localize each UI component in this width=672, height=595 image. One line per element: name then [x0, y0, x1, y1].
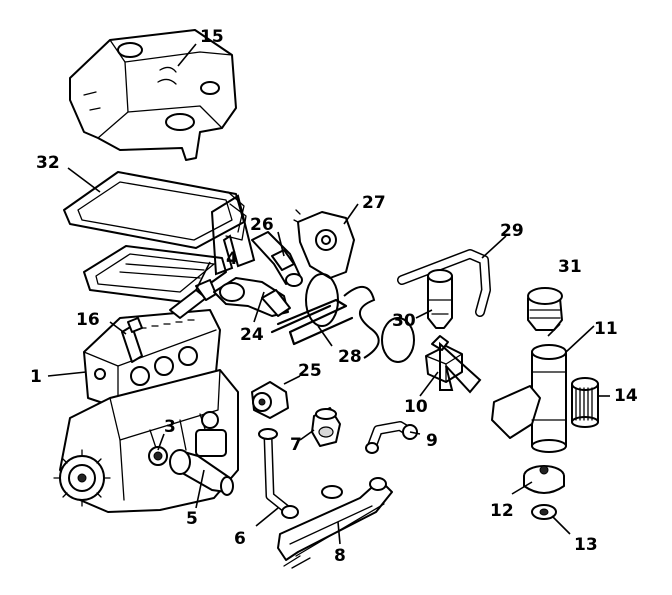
part-26-coolant-elbow: [251, 231, 303, 287]
callout-labels: 15 32 1 16 3 4 5 6 7 8 9 10 31 11 14 12 …: [30, 27, 638, 566]
callout-8: 8: [334, 546, 346, 566]
rocker-cover: [83, 245, 227, 303]
callout-16: 16: [76, 310, 100, 330]
callout-9: 9: [426, 431, 438, 451]
part-27-housing: [293, 209, 355, 279]
part-11-filter-housing: [491, 344, 567, 453]
part-15-engine-cover: [69, 29, 237, 161]
part-16-injector: [121, 317, 143, 363]
callout-24: 24: [240, 325, 264, 345]
part-25-thermostat: [251, 381, 289, 419]
engine-block: [53, 369, 239, 513]
watermark-letters-icon: [210, 194, 482, 394]
callout-28: 28: [338, 347, 362, 367]
callout-13: 13: [574, 535, 598, 555]
part-9-hose: [365, 421, 418, 454]
callout-14: 14: [614, 386, 638, 406]
part-28-pipe: [270, 298, 354, 346]
callout-6: 6: [234, 529, 246, 549]
part-8-manifold: [277, 477, 393, 569]
callout-26: 26: [250, 215, 274, 235]
callout-32: 32: [36, 153, 60, 173]
part-1-cylinder-head: [83, 309, 221, 409]
callout-1: 1: [30, 367, 42, 387]
part-30-filter: [427, 269, 453, 329]
callout-10: 10: [404, 397, 428, 417]
leader-lines: [47, 43, 610, 545]
part-31-cap: [527, 287, 563, 331]
callout-11: 11: [594, 319, 618, 339]
part-24-coolant-flange: [213, 277, 291, 317]
part-29-hose: [397, 249, 491, 317]
part-6-pipe: [258, 428, 299, 519]
callout-27: 27: [362, 193, 386, 213]
callout-15: 15: [200, 27, 224, 47]
callout-31: 31: [558, 257, 582, 277]
part-7-coupling: [311, 407, 341, 447]
part-13-seal: [531, 504, 557, 520]
callout-25: 25: [298, 361, 322, 381]
part-5-coolant-flange: [169, 449, 234, 496]
part-14-filter-element: [571, 377, 599, 428]
callout-7: 7: [290, 435, 302, 455]
part-3-sender: [148, 446, 168, 466]
callout-29: 29: [500, 221, 524, 241]
callout-5: 5: [186, 509, 198, 529]
callout-12: 12: [490, 501, 514, 521]
callout-3: 3: [164, 417, 176, 437]
part-32-cover-gasket: [63, 171, 247, 249]
callout-30: 30: [392, 311, 416, 331]
part-12-cap: [523, 465, 565, 494]
callout-4: 4: [226, 249, 238, 269]
